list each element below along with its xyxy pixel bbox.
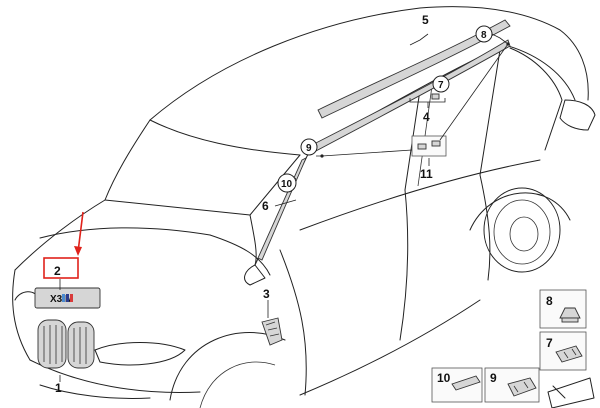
callout-1: 1 [55, 381, 62, 395]
highlight-annotation [43, 211, 84, 279]
callout-2: 2 [54, 264, 61, 278]
detail-label-8: 8 [546, 294, 553, 308]
highlight-box [43, 257, 79, 279]
detail-label-7: 7 [546, 336, 553, 350]
detail-box-8: 8 [539, 289, 587, 329]
callout-6: 6 [262, 199, 269, 213]
car-outline [12, 6, 596, 408]
callout-4: 4 [423, 110, 430, 124]
leader-lines [59, 29, 510, 382]
detail-box-7: 7 [539, 331, 587, 371]
side-gill-part [261, 317, 283, 346]
callout-8: 8 [481, 30, 487, 41]
callout-3: 3 [263, 287, 270, 301]
roof-rail-part [317, 19, 511, 119]
highlight-arrow-icon [74, 246, 82, 256]
callouts: 1 2 3 4 5 6 7 8 9 10 11 [54, 13, 493, 395]
callout-7: 7 [438, 80, 444, 91]
clip-parts-11 [411, 135, 447, 157]
badge-text: X3 M [50, 294, 73, 305]
callout-5: 5 [422, 13, 429, 27]
detail-label-10: 10 [437, 371, 451, 385]
detail-box-9: 9 [484, 367, 540, 403]
detail-label-9: 9 [490, 371, 497, 385]
clip-parts-7 [431, 93, 440, 100]
roof-trim-strip [311, 39, 511, 153]
detail-box-10: 10 [431, 367, 483, 403]
callout-9: 9 [306, 143, 312, 154]
callout-10: 10 [281, 179, 293, 190]
callout-11: 11 [420, 167, 433, 181]
model-badge-part: X3 M [34, 287, 101, 309]
